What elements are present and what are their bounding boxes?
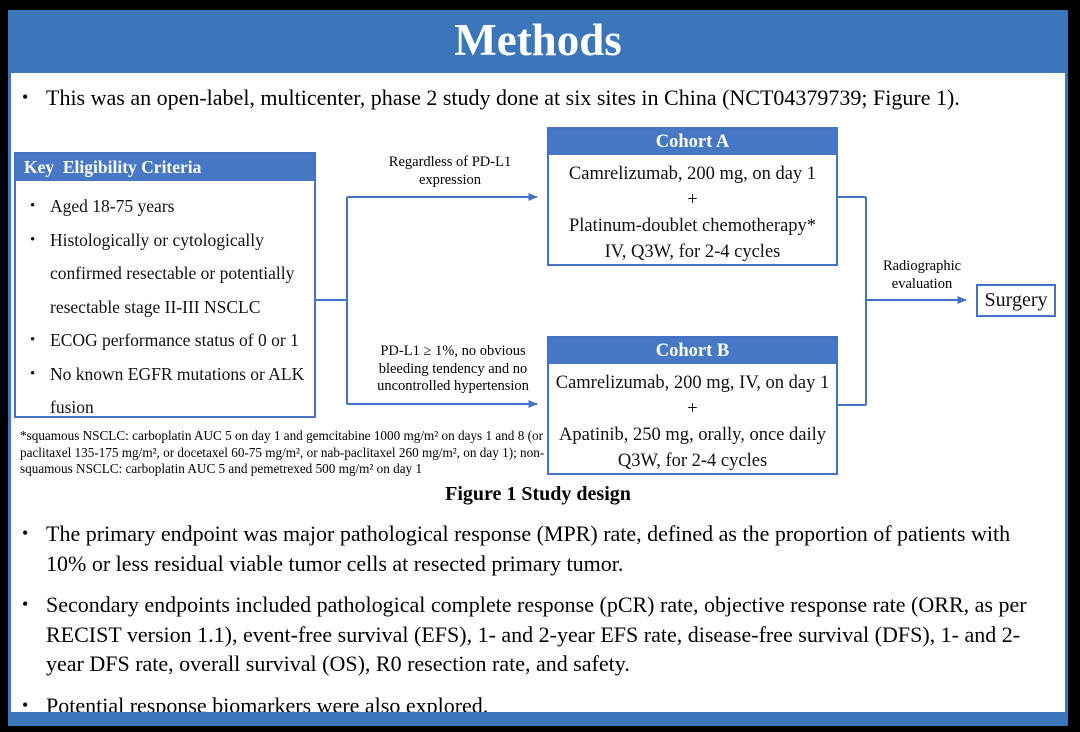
eligibility-item: • Aged 18-75 years [24, 190, 312, 224]
cohort-b-line: Apatinib, 250 mg, orally, once daily [559, 425, 826, 445]
bullet-primary-endpoint: • The primary endpoint was major patholo… [22, 519, 1054, 578]
cohort-b-body: Camrelizumab, 200 mg, IV, on day 1 + Apa… [549, 364, 836, 474]
bullet-intro: • This was an open-label, multicenter, p… [22, 83, 1058, 113]
cohort-a-line: IV, Q3W, for 2-4 cycles [604, 242, 781, 262]
bullet-secondary-endpoints: • Secondary endpoints included pathologi… [22, 590, 1054, 679]
eligibility-item-text: ECOG performance status of 0 or 1 [50, 330, 299, 350]
page-title: Methods [454, 15, 622, 65]
cohort-a-box: Cohort A Camrelizumab, 200 mg, on day 1 … [547, 127, 838, 266]
figure-caption: Figure 1 Study design [445, 483, 631, 505]
eligibility-item: • Histologically or cytologically confirm… [24, 224, 312, 325]
eligibility-item-text: Aged 18-75 years [50, 196, 175, 216]
bullet-marker: • [22, 87, 29, 107]
bullet-marker: • [30, 231, 36, 248]
chemotherapy-footnote: *squamous NSCLC: carboplatin AUC 5 on da… [20, 428, 545, 477]
cohort-a-body: Camrelizumab, 200 mg, on day 1 + Platinu… [549, 155, 836, 265]
cohort-b-header: Cohort B [549, 338, 836, 364]
cohort-a-header: Cohort A [549, 129, 836, 155]
cohort-a-line: Platinum-doublet chemotherapy* [568, 216, 817, 236]
eligibility-box: Key Eligibility Criteria • Aged 18-75 yea… [14, 152, 316, 418]
eligibility-item-text: No known EGFR mutations or ALK fusion [50, 363, 305, 418]
bullet-secondary-text: Secondary endpoints included pathologica… [46, 592, 1027, 676]
radiographic-evaluation-label: Radiographic evaluation [882, 258, 962, 292]
eligibility-item: • ECOG performance status of 0 or 1 [24, 324, 312, 358]
title-bar: Methods [8, 10, 1068, 73]
cohort-b-line: Q3W, for 2-4 cycles [617, 451, 768, 471]
bullet-marker: • [22, 594, 29, 614]
cohort-b-line: Camrelizumab, 200 mg, IV, on day 1 [555, 373, 830, 393]
cohort-b-box: Cohort B Camrelizumab, 200 mg, IV, on da… [547, 336, 838, 475]
bullet-primary-text: The primary endpoint was major pathologi… [46, 521, 1011, 576]
bullet-marker: • [22, 695, 29, 715]
cohort-a-line: + [687, 190, 698, 210]
bullet-intro-text: This was an open-label, multicenter, pha… [46, 85, 960, 110]
surgery-box: Surgery [976, 284, 1056, 317]
bullet-marker: • [22, 523, 29, 543]
eligibility-item: • No known EGFR mutations or ALK fusion [24, 358, 312, 425]
eligibility-header: Key Eligibility Criteria [16, 154, 314, 181]
branch-bottom-label: PD-L1 ≥ 1%, no obvious bleeding tendency… [377, 343, 529, 394]
bullet-marker: • [30, 332, 36, 348]
cohort-a-line: Camrelizumab, 200 mg, on day 1 [568, 164, 817, 184]
branch-top-label: Regardless of PD-L1 expression [388, 154, 512, 188]
bullet-marker: • [30, 198, 36, 214]
eligibility-list: • Aged 18-75 years • Histologically or cyt… [16, 181, 314, 425]
cohort-b-line: + [687, 399, 698, 419]
bottom-accent-bar [8, 712, 1068, 726]
eligibility-item-text: Histologically or cytologically confirme… [50, 229, 295, 317]
bullet-marker: • [30, 365, 36, 382]
